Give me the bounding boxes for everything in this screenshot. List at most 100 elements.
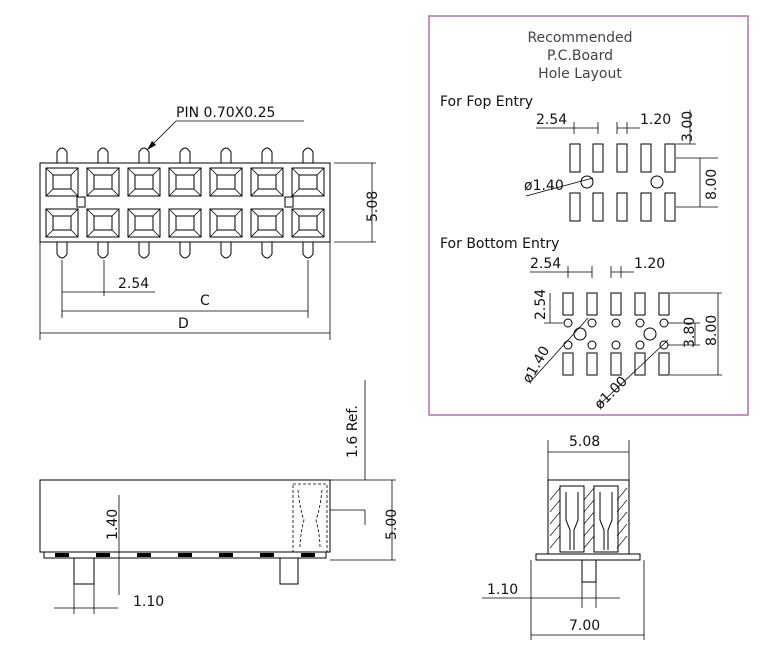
pad [610,352,622,376]
cavity-chamfer [152,167,161,176]
d-dim: D [178,316,189,332]
base-bump [260,553,274,557]
pin-hole [587,340,597,350]
side-cavity [559,485,585,553]
cavity-chamfer [168,229,177,238]
pin-tip [97,147,109,163]
cavity-chamfer [168,208,177,217]
connector-front-view: 1.6 Ref. 5.00 1.40 1.10 [39,380,400,614]
top-row-span-dim: 8.00 [704,169,720,200]
cavity-chamfer [127,208,136,217]
pin-tips-top [56,147,314,163]
cavity-inner [175,215,195,231]
cavity-chamfer [152,229,161,238]
side-cavity [593,485,619,553]
cavity-chamfer [209,167,218,176]
panel-frame [428,15,749,416]
cavity-chamfer [45,229,54,238]
contact-cavity [209,167,243,197]
cavity-chamfer [193,188,202,197]
contact-cavity [127,167,161,197]
contact-cavities [45,167,325,238]
locating-hole [650,175,664,189]
pin-tip [56,147,68,163]
locating-hole [580,175,594,189]
pad [569,143,581,173]
cavity-chamfer [152,208,161,217]
base-bump [301,553,315,557]
cavity-chamfer [291,167,300,176]
contact-cavity [45,167,79,197]
cavity-chamfer [234,167,243,176]
cavity-chamfer [45,188,54,197]
pin-width-dim-side: 1.10 [487,582,518,598]
pad [562,352,574,376]
top-entry-dimensions: 2.54 1.20 3.00 8.00 ø1.40 [524,110,720,208]
pad [592,143,604,173]
pad [640,143,652,173]
connector-top-view: PIN 0.70X0.25 5.08 2.54 C D [39,105,381,340]
contact-cavity [168,167,202,197]
pad [658,292,670,316]
section-outline [292,483,328,553]
cavity-chamfer [152,188,161,197]
front-pin [73,557,95,585]
cavity-chamfer [86,167,95,176]
cavity-chamfer [45,208,54,217]
cavity-inner [257,174,277,190]
cavity-chamfer [234,229,243,238]
cavity-inner [257,215,277,231]
pin-tip [56,242,68,259]
cavity-chamfer [250,229,259,238]
cavity-inner [93,174,113,190]
cavity-chamfer [291,229,300,238]
bottom-pitch-dim: 2.54 [530,256,561,272]
pin-hole [611,340,621,350]
cavity-inner [216,215,236,231]
pin-length-dim: 1.40 [105,509,121,540]
bottom-entry-pads [562,292,670,376]
panel-title-1: Recommended [527,30,632,46]
base-bump [55,553,69,557]
top-pitch-dim: 2.54 [536,112,567,128]
polarization-key [284,196,294,208]
contact-cavity [291,167,325,197]
cavity-inner [52,174,72,190]
bottom-width-dim: 1.20 [634,256,665,272]
pad [616,143,628,173]
pin-tip [220,242,232,259]
cavity-chamfer [45,167,54,176]
cavity-inner [298,215,318,231]
top-pad-len-dim: 3.00 [680,111,696,142]
contact-cavity [209,208,243,238]
base-bump [178,553,192,557]
pad [569,192,581,222]
cavity-chamfer [275,208,284,217]
cavity-chamfer [111,188,120,197]
cavity-chamfer [127,188,136,197]
cavity-inner [298,174,318,190]
cavity-chamfer [70,167,79,176]
cavity-chamfer [275,167,284,176]
cavity-chamfer [275,188,284,197]
pin-tip [302,147,314,163]
cavity-chamfer [127,229,136,238]
cavity-chamfer [250,188,259,197]
bottom-vert-pitch-dim: 2.54 [533,289,549,320]
cavity-chamfer [234,188,243,197]
side-base [535,553,641,561]
base-bump [137,553,151,557]
cavity-inner [175,174,195,190]
side-pin [581,559,597,583]
pin-tip [261,242,273,259]
pin-hole [611,318,621,328]
base-width-dim-side: 7.00 [569,618,600,634]
cavity-chamfer [86,188,95,197]
cavity-chamfer [168,167,177,176]
pin-hole [587,318,597,328]
side-contact [599,492,605,550]
top-width-dim: 1.20 [640,112,671,128]
contact-cavity [86,167,120,197]
pad [610,292,622,316]
